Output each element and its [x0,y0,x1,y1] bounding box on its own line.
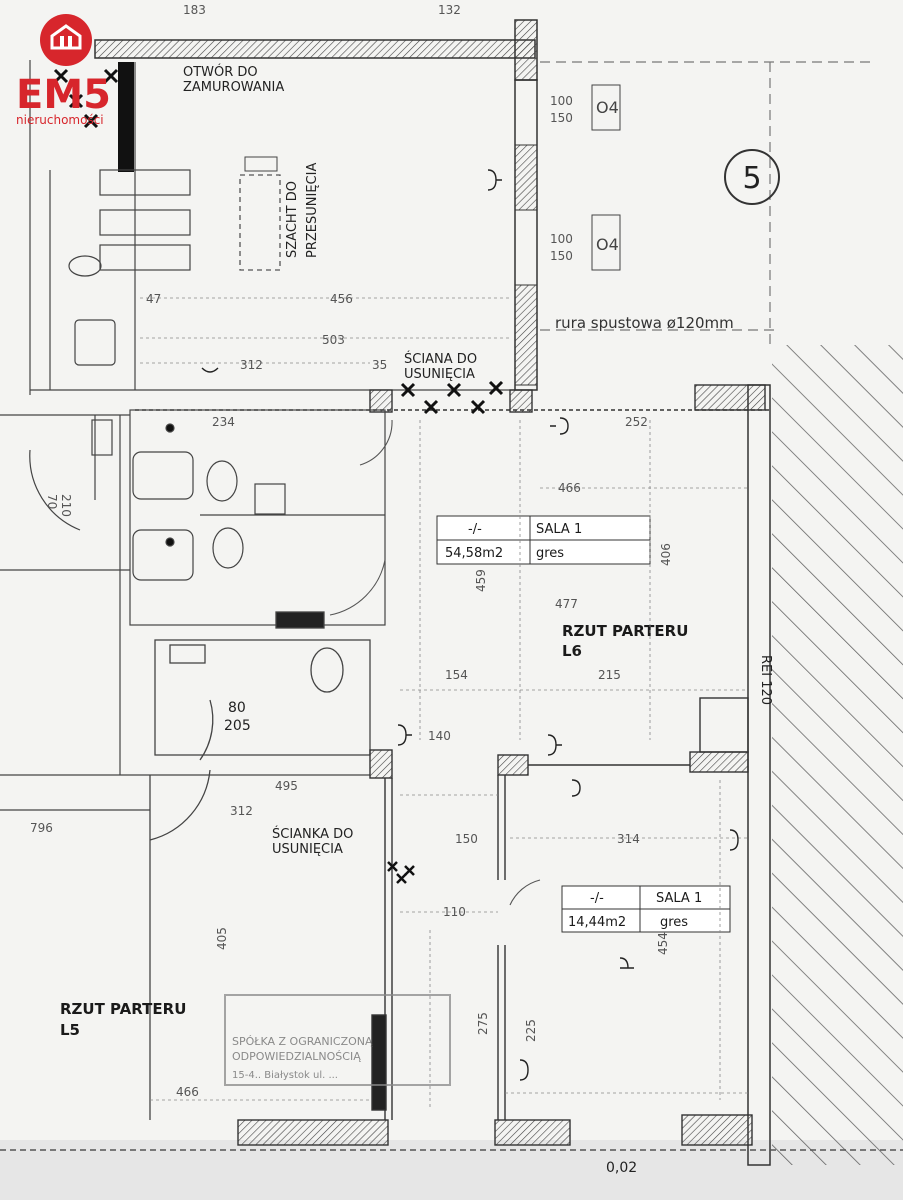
dim-275: 275 [476,1012,490,1035]
dim-0-02: 0,02 [606,1160,637,1176]
table-2-area: 14,44m2 [568,915,626,930]
l5-walls [0,769,370,1120]
zone-number: 5 [742,161,761,196]
note-rei: REI 120 [758,655,773,705]
logo-text: EM5 [16,72,111,118]
shaft [239,156,281,271]
room-l5-code: L5 [60,1021,80,1039]
dim-47: 47 [146,292,161,306]
zone-5-outline [540,61,875,345]
dim-466a: 466 [558,481,581,495]
dim-154: 154 [445,668,468,682]
window-2-tag: O4 [596,235,619,254]
left-corridor [0,414,130,775]
table-1-area: 54,58m2 [445,546,503,561]
door-height: 205 [224,718,251,734]
room-table-1: -/- SALA 1 54,58m2 gres [436,515,651,565]
dim-252: 252 [625,415,648,429]
demolition-marks-partition [387,861,415,884]
zone-number-badge: 5 [724,149,780,205]
note-otwor-line1: OTWÓR DO [183,64,258,80]
dim-234: 234 [212,415,235,429]
stamp-line-2: ODPOWIEDZIALNOŚCIĄ [232,1050,361,1063]
door-width: 80 [228,700,246,716]
dim-796: 796 [30,821,53,835]
dim-406: 406 [659,543,673,566]
dim-495: 495 [275,779,298,793]
room-table-2: -/- SALA 1 14,44m2 gres [561,885,731,933]
note-szacht-line1: SZACHT DO [285,181,300,258]
window-1-width: 100 [550,94,573,108]
windows-group [591,84,621,271]
stamp-line-1: SPÓŁKA Z OGRANICZONĄ [232,1035,373,1048]
note-szacht-line2: PRZESUNIĘCIA [305,163,320,258]
neighbour-hatched-zone [772,345,903,1165]
dim-503: 503 [322,333,345,347]
room-l6-code: L6 [562,642,582,660]
right-exterior-wall [747,384,771,1166]
stamp-line-3: 15-4.. Białystok ul. ... [232,1070,338,1081]
em5-logo: EM5 nieruchomości [16,14,111,127]
table-2-id: -/- [590,891,604,906]
wc-block-top [68,169,191,366]
door-swings [329,419,541,906]
dim-132: 132 [438,3,461,17]
note-otwor-line2: ZAMUROWANIA [183,80,284,95]
table-2-floor: gres [660,915,688,930]
dim-225: 225 [524,1019,538,1042]
dim-150: 150 [455,832,478,846]
window-2-width: 100 [550,232,573,246]
dim-140: 140 [428,729,451,743]
dim-477: 477 [555,597,578,611]
table-1-floor: gres [536,546,564,561]
dim-314: 314 [617,832,640,846]
room-l5-title: RZUT PARTERU [60,1000,186,1018]
dim-456: 456 [330,292,353,306]
bottom-walls [0,1014,903,1151]
window-1-tag: O4 [596,98,619,117]
electrical-symbols [201,169,739,1081]
top-wall [94,39,536,59]
top-right-pillar [514,19,538,81]
table-1-name: SALA 1 [536,522,582,537]
note-sciana-line2: USUNIĘCIA [404,367,475,382]
dim-35: 35 [372,358,387,372]
dim-70: 70 [45,494,59,509]
dim-312a: 312 [240,358,263,372]
room-l6-title: RZUT PARTERU [562,622,688,640]
central-partitions [369,697,749,1120]
sanitary-room [129,409,386,626]
dim-215: 215 [598,668,621,682]
logo-subtext: nieruchomości [16,113,104,127]
dim-210: 210 [59,494,73,517]
demolition-marks-top [53,68,504,415]
dimension-labels: 183 132 47 456 503 312 35 234 252 466 40… [30,3,673,1176]
dim-183: 183 [183,3,206,17]
dim-312b: 312 [230,804,253,818]
note-scianka-line2: USUNIĘCIA [272,842,343,857]
small-wc-room [154,611,371,761]
dim-454: 454 [656,932,670,955]
company-stamp: SPÓŁKA Z OGRANICZONĄ ODPOWIEDZIALNOŚCIĄ … [224,994,451,1086]
note-sciana-line1: ŚCIANA DO [404,351,477,367]
dimension-lines [140,297,748,1110]
dim-405: 405 [215,927,229,950]
note-scianka-line1: ŚCIANKA DO [272,826,353,842]
window-2-height: 150 [550,249,573,263]
black-column [118,62,134,172]
table-1-id: -/- [468,522,482,537]
table-2-name: SALA 1 [656,891,702,906]
dim-466b: 466 [176,1085,199,1099]
dim-110: 110 [443,905,466,919]
dim-459: 459 [474,569,488,592]
note-rura: rura spustowa ø120mm [555,314,734,332]
window-1-height: 150 [550,111,573,125]
